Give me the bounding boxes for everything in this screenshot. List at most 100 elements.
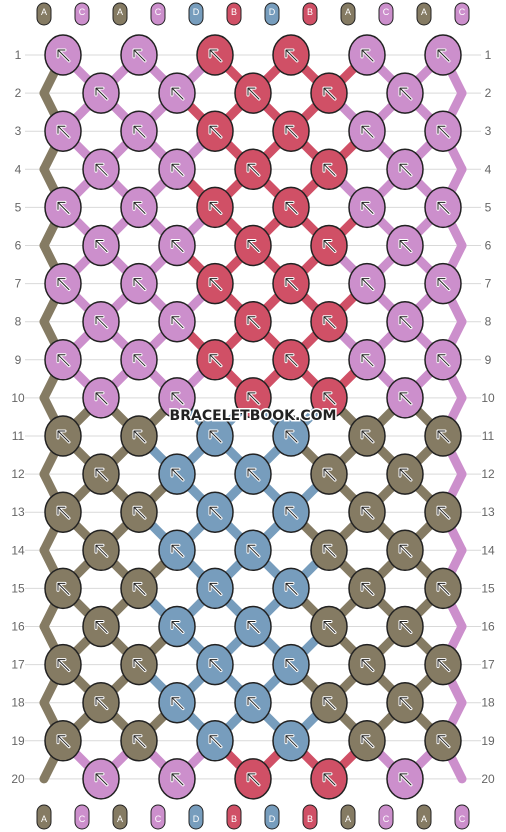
arrow-icon-outline	[285, 125, 298, 138]
bottom-strand-label: D	[193, 814, 200, 824]
knot	[196, 186, 234, 229]
arrow-icon-outline	[247, 544, 260, 557]
knot	[310, 300, 348, 343]
knot	[158, 758, 196, 800]
row-label-right: 18	[481, 696, 495, 710]
knot	[234, 681, 272, 724]
knot	[196, 339, 234, 381]
row-label-right: 20	[481, 772, 495, 786]
row-label-left: 10	[11, 391, 25, 405]
knot	[424, 643, 462, 686]
bottom-strand-label: A	[41, 814, 47, 824]
top-strand-tab	[454, 2, 470, 26]
arrow-icon-outline	[399, 621, 412, 633]
arrow-icon-outline	[361, 125, 374, 138]
arrow-icon-outline	[133, 354, 146, 367]
knot	[44, 491, 82, 533]
knot	[120, 643, 158, 686]
arrow-icon-outline	[285, 735, 298, 748]
top-strand-label: A	[41, 7, 47, 17]
knot	[158, 72, 196, 114]
arrow-icon-outline	[361, 49, 374, 62]
arrow-icon-outline	[247, 773, 260, 786]
knot	[386, 224, 424, 267]
arrow-icon-outline	[171, 544, 184, 557]
arrow-icon-outline	[57, 278, 70, 291]
arrow-icon-outline	[323, 697, 336, 710]
top-strand-label: D	[193, 7, 200, 17]
knot	[44, 34, 82, 76]
arrow-icon-outline	[285, 659, 298, 672]
knot	[158, 300, 196, 343]
knot	[120, 720, 158, 762]
knot	[158, 681, 196, 724]
arrow-icon-outline	[171, 392, 184, 405]
bottom-strand-label: C	[155, 814, 162, 824]
row-label-right: 5	[485, 200, 492, 214]
arrow-icon-outline	[95, 621, 108, 633]
row-label-right: 10	[481, 391, 495, 405]
row-label-left: 16	[11, 620, 25, 634]
arrow-icon-outline	[133, 125, 146, 138]
knot	[234, 300, 272, 343]
arrow-icon-outline	[437, 506, 450, 519]
row-label-right: 8	[485, 315, 492, 329]
arrow-icon-outline	[57, 49, 70, 62]
knot	[158, 529, 196, 572]
arrow-icon-outline	[285, 582, 298, 595]
knot	[196, 643, 234, 686]
arrow-icon-outline	[133, 735, 146, 748]
top-strand-tab	[150, 2, 166, 26]
row-label-right: 3	[485, 124, 492, 138]
knot	[272, 491, 310, 533]
arrow-icon-outline	[437, 125, 450, 138]
arrow-icon-outline	[209, 659, 222, 672]
arrow-icon-outline	[133, 201, 146, 214]
top-strand-tab	[188, 2, 204, 26]
row-label-right: 13	[481, 505, 495, 519]
knot	[120, 415, 158, 457]
bottom-strand-tab	[264, 804, 280, 830]
top-strand-label: C	[459, 7, 466, 17]
knot	[272, 720, 310, 762]
knot	[424, 186, 462, 229]
knot	[234, 529, 272, 572]
top-strand-label: C	[79, 7, 86, 17]
top-strand-tab	[36, 2, 52, 26]
knot	[424, 339, 462, 381]
arrow-icon-outline	[247, 316, 260, 329]
knot	[234, 758, 272, 800]
knot	[120, 110, 158, 152]
knot	[158, 605, 196, 648]
arrow-icon-outline	[437, 278, 450, 291]
knot	[196, 262, 234, 305]
arrow-icon-outline	[209, 354, 222, 367]
arrow-icon-outline	[57, 125, 70, 138]
row-label-left: 7	[15, 277, 22, 291]
row-label-right: 17	[481, 658, 495, 672]
knot	[348, 110, 386, 152]
row-label-left: 11	[12, 429, 25, 443]
knot	[386, 148, 424, 191]
arrow-icon-outline	[361, 354, 374, 367]
knot	[158, 453, 196, 495]
knot	[120, 339, 158, 381]
row-label-left: 12	[11, 467, 25, 481]
knot	[120, 262, 158, 305]
arrow-icon-outline	[361, 278, 374, 291]
knot	[120, 34, 158, 76]
arrow-icon-outline	[209, 201, 222, 214]
knot	[386, 758, 424, 800]
knot	[82, 377, 120, 419]
row-label-left: 2	[15, 86, 22, 100]
arrow-icon-outline	[285, 506, 298, 519]
arrow-icon-outline	[437, 430, 450, 443]
knot	[386, 605, 424, 648]
knot	[386, 681, 424, 724]
bottom-strand-label: C	[459, 814, 466, 824]
knot	[424, 491, 462, 533]
knot	[120, 186, 158, 229]
knot	[82, 300, 120, 343]
top-strand-tab	[112, 2, 128, 26]
arrow-icon-outline	[95, 87, 108, 100]
